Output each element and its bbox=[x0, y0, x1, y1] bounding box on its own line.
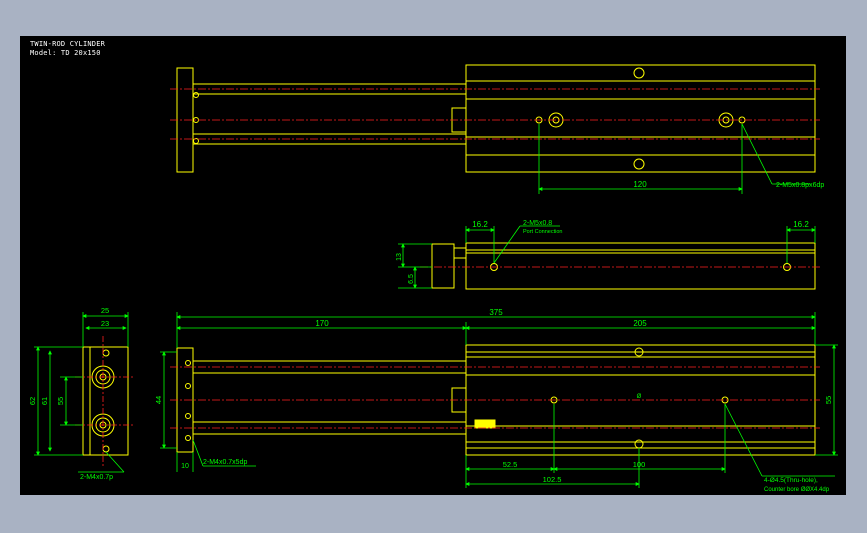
front-dim-inner-width: 23 bbox=[101, 319, 109, 328]
top-centerlines bbox=[170, 88, 820, 140]
side-callout-port-sub: Port Connection bbox=[523, 229, 562, 235]
drawing-canvas: TWIN-ROD CYLINDER Model: TD 20x150 bbox=[20, 36, 846, 495]
main-dim-second-hole: 102.5 bbox=[543, 475, 562, 484]
main-dim-first-hole: 52.5 bbox=[503, 460, 518, 469]
main-dim-plate-height: 44 bbox=[154, 396, 163, 404]
front-dim-mid-height: 61 bbox=[40, 397, 49, 405]
front-dim-bore-pitch: 55 bbox=[56, 397, 65, 405]
top-mount-hole bbox=[633, 67, 645, 79]
main-center-label: Ø bbox=[637, 394, 642, 400]
top-callout: 2-M5x0.8px6dp bbox=[776, 182, 824, 189]
drawing-title: TWIN-ROD CYLINDER bbox=[30, 40, 106, 48]
top-mount-hole bbox=[633, 158, 645, 170]
main-nameplate bbox=[474, 419, 496, 429]
side-dim-right: 16.2 bbox=[793, 220, 809, 229]
main-dim-plate-thk: 10 bbox=[181, 463, 189, 470]
front-tapped-hole bbox=[102, 445, 110, 453]
side-end-plate bbox=[431, 243, 455, 289]
front-view bbox=[82, 346, 129, 456]
cad-drawing: 120 2-M5x0.8px6dp bbox=[28, 64, 838, 493]
side-dim-center: 6.5 bbox=[408, 274, 415, 284]
main-dim-hole-pitch: 100 bbox=[633, 460, 646, 469]
main-dim-total: 375 bbox=[489, 308, 503, 317]
side-body bbox=[465, 242, 816, 290]
main-mount-hole bbox=[634, 439, 644, 449]
front-centerlines bbox=[75, 336, 135, 466]
main-callout-plate: 2-M4x0.7x5dp bbox=[203, 459, 247, 466]
side-dimensions bbox=[398, 225, 816, 289]
side-view bbox=[431, 242, 816, 290]
main-view bbox=[176, 344, 816, 456]
side-dim-left: 16.2 bbox=[472, 220, 488, 229]
front-dim-outer-width: 25 bbox=[101, 306, 109, 315]
main-dimensions bbox=[160, 312, 838, 488]
drawing-model: Model: TD 20x150 bbox=[30, 49, 101, 57]
side-callout-port: 2-M5x0.8 bbox=[523, 220, 552, 227]
main-mount-hole bbox=[634, 347, 644, 357]
main-dim-body: 205 bbox=[633, 319, 647, 328]
front-dimensions bbox=[34, 312, 129, 473]
top-view bbox=[176, 64, 816, 173]
top-dimensions bbox=[538, 123, 810, 194]
front-dim-outer-height: 62 bbox=[28, 397, 37, 405]
main-centerlines bbox=[170, 366, 820, 429]
front-callout: 2-M4x0.7p bbox=[80, 474, 113, 481]
main-callout-holes-sub: Counter bore ØØX4.4dp bbox=[764, 487, 830, 493]
side-dim-height: 13 bbox=[396, 253, 403, 261]
main-callout-holes: 4-Ø4.5(Thru-hole), bbox=[764, 477, 818, 484]
top-dim-pitch: 120 bbox=[633, 180, 647, 189]
front-tapped-hole bbox=[102, 349, 110, 357]
main-dim-stroke: 170 bbox=[315, 319, 329, 328]
main-dim-body-height: 55 bbox=[824, 396, 833, 404]
